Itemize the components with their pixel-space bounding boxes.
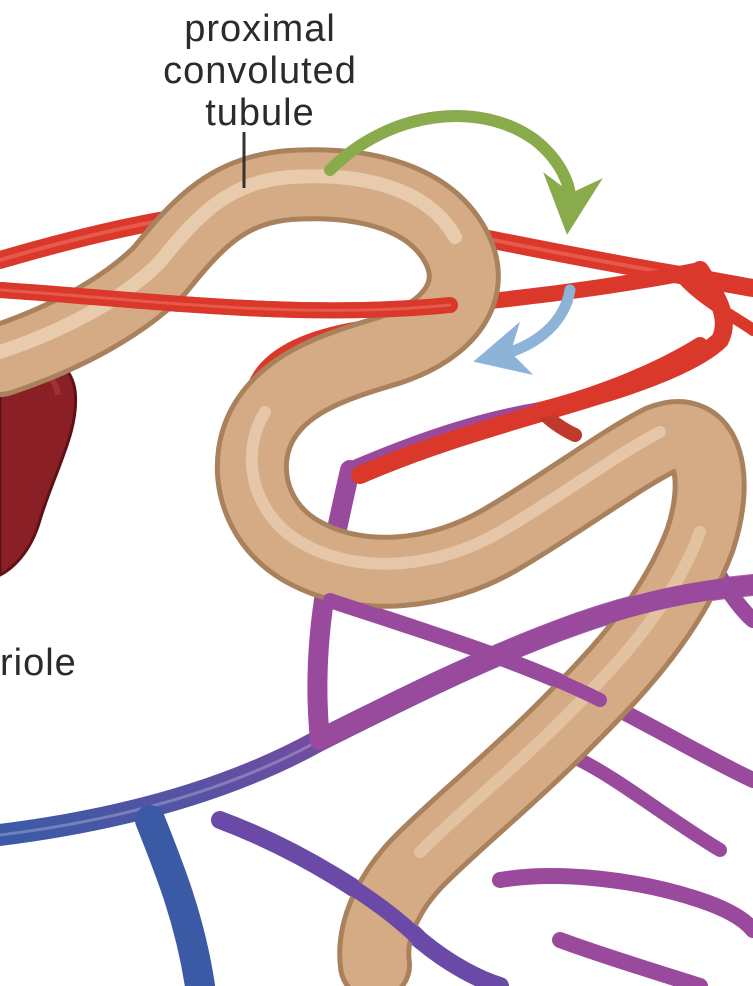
tubule-label-line-3: tubule bbox=[60, 92, 460, 134]
arteriole-label: riole bbox=[0, 642, 77, 684]
tubule-label-line-2: convoluted bbox=[60, 50, 460, 92]
tubule-label: proximal convoluted tubule bbox=[60, 8, 460, 134]
tubule-label-line-1: proximal bbox=[60, 8, 460, 50]
